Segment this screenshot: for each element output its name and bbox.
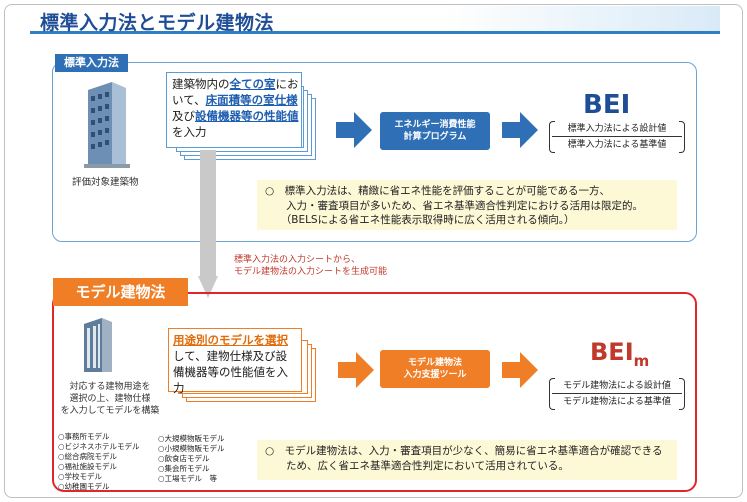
model-method-tag: モデル建物法	[53, 278, 188, 306]
bei-label: BEI	[583, 90, 631, 120]
card-text-run: において、	[172, 77, 299, 107]
conversion-note-line: モデル建物法の入力シートを生成可能	[234, 267, 388, 277]
bei-m-denominator: モデル建物法による基準値	[563, 397, 671, 407]
model-select-highlight: 用途別のモデルを選択	[173, 333, 288, 347]
bei-m-numerator: モデル建物法による設計値	[552, 378, 682, 394]
card-highlight: 全ての室	[229, 77, 276, 91]
energy-program-box: エネルギー消費性能 計算プログラム	[380, 112, 490, 150]
arrow-right-icon	[336, 112, 372, 148]
model-method-section	[52, 292, 697, 492]
card-text-run: を入力	[172, 125, 207, 139]
slide-title: 標準入力法とモデル建物法	[40, 12, 275, 34]
caption-line: 対応する建物用途を	[69, 382, 151, 392]
note-line: ○ 標準入力法は、精緻に省エネ性能を評価することが可能である一方、	[265, 185, 611, 197]
arrow-right-icon	[338, 352, 374, 388]
input-card-text: 建築物内の全ての室において、床面積等の室仕様及び設備機器等の性能値を入力	[172, 76, 300, 140]
card-highlight: 床面積等の室仕様	[205, 93, 298, 107]
conversion-note-line: 標準入力法の入力シートから、	[234, 255, 361, 265]
card-text-run: 及び	[172, 109, 195, 123]
arrow-right-icon	[502, 112, 538, 148]
model-item: ○小規模物販モデル	[158, 444, 225, 453]
bei-denominator: 標準入力法による基準値	[567, 140, 667, 150]
model-input-card-text: 用途別のモデルを選択して、建物仕様及び設備機器等の性能値を入力	[173, 332, 298, 396]
model-input-card	[168, 328, 302, 392]
model-support-tool-box: モデル建物法 入力支援ツール	[380, 350, 490, 388]
slide-frame	[4, 4, 743, 498]
standard-method-section	[52, 62, 697, 242]
model-item: ○幼稚園モデル	[58, 482, 110, 491]
card-text-run: 建築物内の	[172, 77, 230, 91]
model-item: ○事務所モデル	[58, 432, 110, 441]
program-line-2: 計算プログラム	[403, 132, 467, 142]
down-arrow-icon	[198, 150, 218, 298]
note-line: ○ モデル建物法は、入力・審査項目が少なく、簡易に省エネ基準適合が確認できる	[265, 445, 663, 457]
conversion-note: 標準入力法の入力シートから、 モデル建物法の入力シートを生成可能	[234, 254, 387, 278]
model-item: ○大規模物販モデル	[158, 434, 225, 443]
bei-numerator: 標準入力法による設計値	[552, 121, 682, 137]
model-item: ○工場モデル 等	[158, 474, 218, 483]
standard-method-tag: 標準入力法	[55, 54, 128, 72]
model-item: ○集会所モデル	[158, 464, 210, 473]
model-list-right: ○大規模物販モデル ○小規模物販モデル ○飲食店モデル ○集会所モデル ○工場モ…	[158, 434, 225, 484]
bei-m-label: BEIm	[590, 338, 649, 370]
program-line-1: モデル建物法	[407, 358, 462, 368]
bei-m-main: BEI	[590, 338, 634, 366]
input-card	[166, 72, 302, 148]
model-building-caption: 対応する建物用途を 選択の上、建物仕様 を入力してモデルを構築	[58, 381, 162, 417]
model-item: ○ビジネスホテルモデル	[58, 442, 140, 451]
model-item: ○総合病院モデル	[58, 452, 118, 461]
caption-line: 選択の上、建物仕様	[69, 394, 151, 404]
program-line-1: エネルギー消費性能	[394, 120, 476, 130]
model-list-left: ○事務所モデル ○ビジネスホテルモデル ○総合病院モデル ○福祉施設モデル ○学…	[58, 432, 140, 492]
model-item: ○福祉施設モデル	[58, 462, 118, 471]
program-line-2: 入力支援ツール	[403, 370, 467, 380]
note-line: 入力・審査項目が多いため、省エネ基準適合性判定における活用は限定的。	[265, 199, 643, 212]
bei-formula: 標準入力法による設計値 標準入力法による基準値	[549, 121, 685, 153]
arrow-right-icon	[502, 352, 538, 388]
building-icon	[84, 318, 112, 372]
note-line: ため、広く省エネ基準適合性判定において活用されている。	[265, 459, 569, 472]
building-caption: 評価対象建築物	[72, 177, 139, 188]
model-note: ○ モデル建物法は、入力・審査項目が少なく、簡易に省エネ基準適合が確認できる た…	[257, 440, 677, 480]
card-highlight: 設備機器等の性能値	[195, 109, 299, 123]
office-building-icon	[84, 82, 130, 168]
model-item: ○飲食店モデル	[158, 454, 210, 463]
standard-note: ○ 標準入力法は、精緻に省エネ性能を評価することが可能である一方、 入力・審査項…	[257, 180, 677, 230]
model-item: ○学校モデル	[58, 472, 103, 481]
bei-m-sub: m	[633, 351, 650, 370]
bei-m-formula: モデル建物法による設計値 モデル建物法による基準値	[549, 378, 685, 410]
caption-line: を入力してモデルを構築	[60, 406, 160, 416]
model-card-rest: して、建物仕様及び設備機器等の性能値を入力	[173, 349, 288, 395]
title-bar	[30, 6, 720, 34]
note-line: （BELSによる省エネ性能表示取得時に広く活用される傾向。）	[265, 214, 575, 226]
